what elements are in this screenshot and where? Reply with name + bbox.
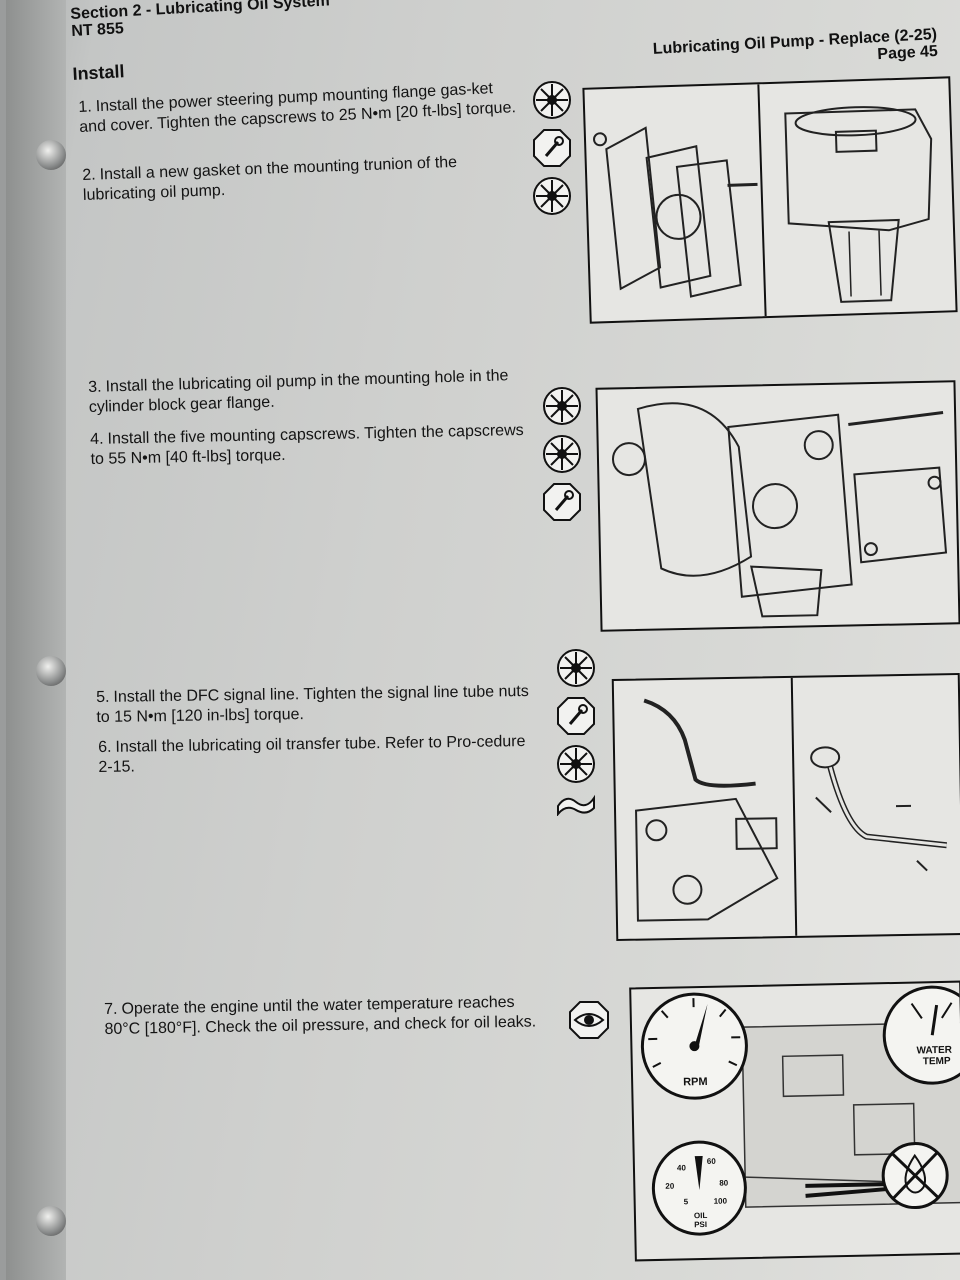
- figure-install-pump: [595, 380, 960, 632]
- oil-tick-20: 20: [665, 1182, 675, 1191]
- torque-wrench-icon: [533, 129, 571, 167]
- rpm-label: RPM: [683, 1076, 708, 1089]
- oil-tick-100: 100: [714, 1196, 728, 1205]
- pump-block-illustration: [611, 402, 948, 618]
- eye-inspect-icon: [569, 1001, 609, 1039]
- page-subheading: Install: [72, 61, 125, 84]
- figure-signal-line: [611, 672, 960, 942]
- oil-tick-60: 60: [707, 1157, 717, 1166]
- binder-shadow: [6, 0, 66, 1280]
- step-7: 7.Operate the engine until the water tem…: [104, 993, 537, 1038]
- figure-engine-gauges: RPM WATER TEMP 40 60 20 80 5 100 OIL PSI: [629, 980, 960, 1262]
- oil-label-2: PSI: [694, 1220, 707, 1229]
- oil-tick-40: 40: [677, 1163, 687, 1172]
- binder-ring-icon: [36, 1206, 66, 1236]
- icon-group-2: [542, 386, 582, 522]
- oil-tick-80: 80: [719, 1178, 729, 1187]
- water-temp-label-1: WATER: [916, 1045, 952, 1057]
- wrench-tool-icon: [557, 745, 595, 783]
- figure-install-gasket: [582, 76, 958, 324]
- icon-group-3: [556, 648, 596, 816]
- oil-label-1: OIL: [694, 1211, 708, 1220]
- step-6: 6.Install the lubricating oil transfer t…: [98, 733, 526, 776]
- water-temp-label-2: TEMP: [923, 1056, 951, 1068]
- wrench-tool-icon: [543, 435, 581, 473]
- gauge-panel-illustration: RPM WATER TEMP 40 60 20 80 5 100 OIL PSI: [640, 985, 960, 1236]
- icon-group-4: [568, 1000, 610, 1040]
- signal-line-illustration: [635, 677, 948, 936]
- step-5: 5.Install the DFC signal line. Tighten t…: [96, 682, 529, 726]
- torque-wrench-icon: [543, 483, 581, 521]
- binder-ring-icon: [36, 140, 66, 170]
- gasket-pump-illustration: [593, 84, 933, 317]
- torque-wrench-icon: [557, 697, 595, 735]
- wrench-tool-icon: [533, 81, 571, 119]
- icon-group-1: [532, 80, 572, 216]
- oil-tick-5: 5: [684, 1197, 689, 1206]
- wrench-tool-icon: [557, 649, 595, 687]
- wrench-tool-icon: [543, 387, 581, 425]
- binder-ring-icon: [36, 656, 66, 686]
- wrench-tool-icon: [533, 177, 571, 215]
- gasket-icon: [557, 794, 595, 816]
